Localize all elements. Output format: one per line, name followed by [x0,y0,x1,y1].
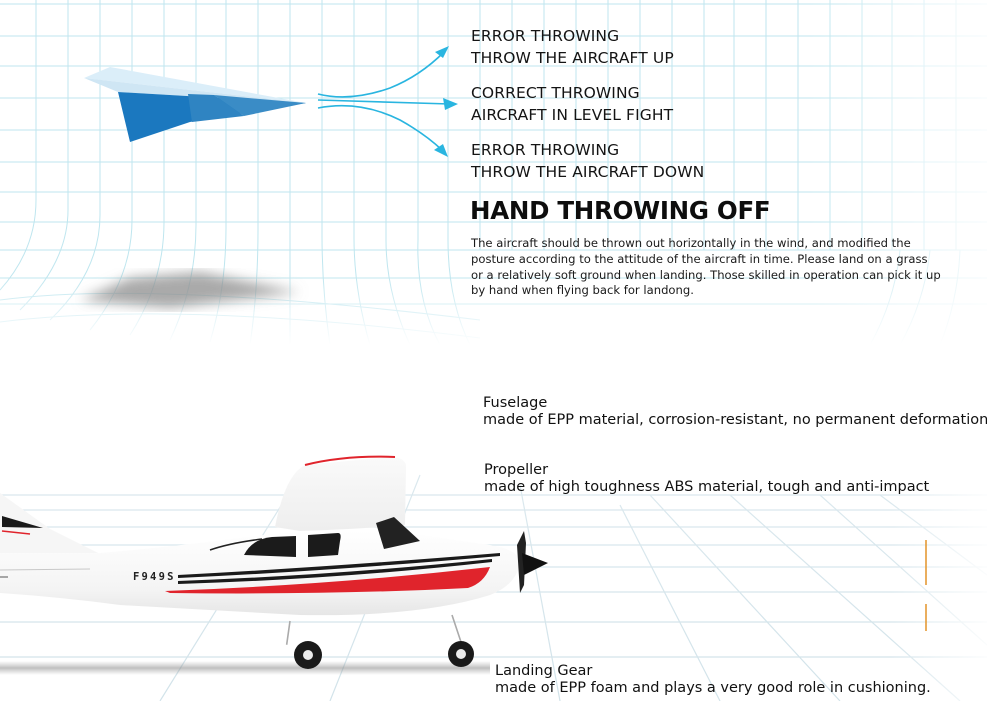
plane-shadow [80,272,300,308]
stripe-black-bottom [178,559,492,584]
feature-propeller: Propeller made of high toughness ABS mat… [484,462,929,496]
arrow-down-head [434,144,448,157]
landing-gear [285,614,474,669]
section-description: The aircraft should be thrown out horizo… [471,236,941,298]
throw-label-up: ERROR THROWING THROW THE AIRCRAFT UP [471,25,674,69]
model-label: F949S [133,571,176,583]
arrow-level [317,99,451,105]
rc-airplane-image: F949S [0,455,548,669]
arrow-up [317,51,445,98]
tail-fin [0,493,98,553]
throw-label-level: CORRECT THROWING AIRCRAFT IN LEVEL FIGHT [471,82,673,126]
throw-up-title: ERROR THROWING [471,27,620,45]
throw-level-title: CORRECT THROWING [471,84,640,102]
section-headline: HAND THROWING OFF [470,196,771,225]
paper-plane-icon [84,67,306,142]
feature-landing-gear: Landing Gear made of EPP foam and plays … [495,663,931,697]
feature-propeller-title: Propeller [484,462,549,478]
throw-level-subtitle: AIRCRAFT IN LEVEL FIGHT [471,106,674,124]
trajectory-arrows [317,46,458,157]
window-mid [308,533,341,557]
arrow-level-head [443,98,458,110]
wing [275,457,406,531]
feature-propeller-desc: made of high toughness ABS material, tou… [484,479,930,495]
stripe-red [165,567,490,594]
stripe-black-top [178,553,500,578]
feature-fuselage: Fuselage made of EPP material, corrosion… [483,395,987,429]
orange-markers [925,540,927,631]
throw-label-down: ERROR THROWING THROW THE AIRCRAFT DOWN [471,139,704,183]
graph-paper-background [0,0,987,345]
throw-down-subtitle: THROW THE AIRCRAFT DOWN [471,163,705,181]
throw-down-title: ERROR THROWING [471,141,620,159]
floor-grid-background [0,345,987,701]
feature-landing-gear-desc: made of EPP foam and plays a very good r… [495,680,931,696]
arrow-down [317,104,443,151]
tail-stripe-black [2,516,43,528]
feature-fuselage-title: Fuselage [483,395,548,411]
windshield [376,517,420,549]
window-rear [244,536,296,557]
propeller-icon [517,531,548,593]
throw-up-subtitle: THROW THE AIRCRAFT UP [471,49,674,67]
feature-landing-gear-title: Landing Gear [495,663,593,679]
feature-fuselage-desc: made of EPP material, corrosion-resistan… [483,412,987,428]
arrow-up-head [435,46,449,58]
